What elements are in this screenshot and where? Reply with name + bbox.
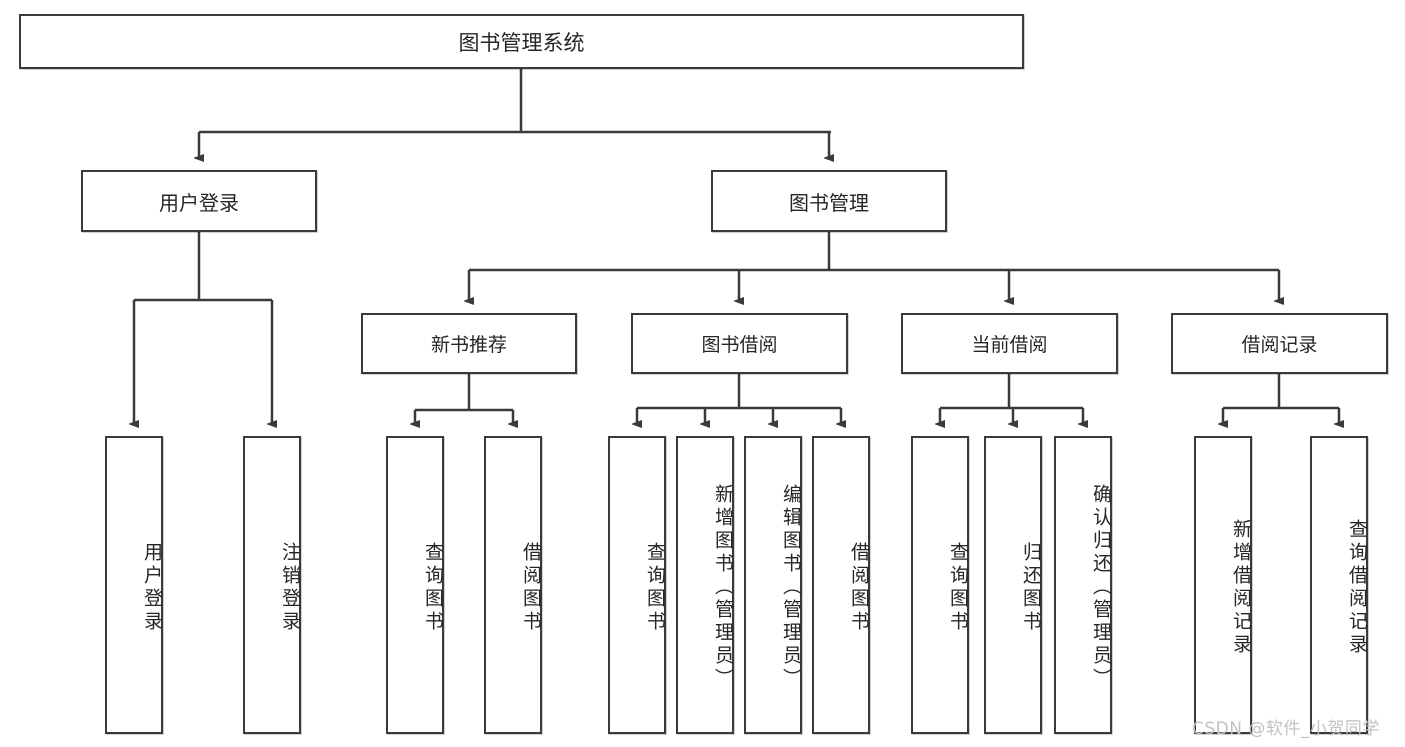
node-leaf-borrow-book-2[interactable]: 借阅图书 (812, 436, 870, 734)
node-leaf-user-login-label: 用户登录 (141, 542, 163, 634)
node-root-label: 图书管理系统 (458, 30, 585, 55)
node-book-borrow-label: 图书借阅 (701, 334, 778, 356)
node-borrow-record-label: 借阅记录 (1241, 334, 1318, 356)
node-user-login[interactable]: 用户登录 (81, 170, 317, 232)
node-leaf-query-record-label: 查询借阅记录 (1346, 519, 1368, 657)
node-leaf-borrow-book-2-label: 借阅图书 (848, 542, 870, 634)
node-leaf-query-book-3[interactable]: 查询图书 (911, 436, 969, 734)
node-current-borrow-label: 当前借阅 (971, 334, 1048, 356)
node-leaf-query-book-2[interactable]: 查询图书 (608, 436, 666, 734)
node-borrow-record[interactable]: 借阅记录 (1171, 313, 1388, 374)
node-leaf-query-book-2-label: 查询图书 (644, 542, 666, 634)
node-user-login-label: 用户登录 (159, 190, 239, 215)
node-leaf-query-book-1-label: 查询图书 (422, 542, 444, 634)
node-new-book-recommend[interactable]: 新书推荐 (361, 313, 577, 374)
node-leaf-add-record-label: 新增借阅记录 (1230, 519, 1252, 657)
node-current-borrow[interactable]: 当前借阅 (901, 313, 1118, 374)
node-leaf-query-record[interactable]: 查询借阅记录 (1310, 436, 1368, 734)
node-leaf-return-book[interactable]: 归还图书 (984, 436, 1042, 734)
node-leaf-edit-book[interactable]: 编辑图书（管理员） (744, 436, 802, 734)
node-leaf-user-login[interactable]: 用户登录 (105, 436, 163, 734)
node-leaf-edit-book-label: 编辑图书（管理员） (780, 483, 802, 691)
node-leaf-query-book-3-label: 查询图书 (947, 542, 969, 634)
node-leaf-borrow-book-1-label: 借阅图书 (520, 542, 542, 634)
node-leaf-borrow-book-1[interactable]: 借阅图书 (484, 436, 542, 734)
node-leaf-logout-label: 注销登录 (279, 542, 301, 634)
node-book-manage-label: 图书管理 (789, 190, 869, 215)
watermark: CSDN @软件_小贺同学 (1192, 719, 1380, 739)
node-leaf-confirm-return-label: 确认归还（管理员） (1090, 483, 1112, 691)
node-new-book-recommend-label: 新书推荐 (430, 334, 507, 356)
node-leaf-add-book[interactable]: 新增图书（管理员） (676, 436, 734, 734)
node-leaf-query-book-1[interactable]: 查询图书 (386, 436, 444, 734)
node-book-manage[interactable]: 图书管理 (711, 170, 947, 232)
node-book-borrow[interactable]: 图书借阅 (631, 313, 848, 374)
node-root[interactable]: 图书管理系统 (19, 14, 1024, 69)
node-leaf-add-record[interactable]: 新增借阅记录 (1194, 436, 1252, 734)
node-leaf-logout[interactable]: 注销登录 (243, 436, 301, 734)
node-leaf-return-book-label: 归还图书 (1020, 542, 1042, 634)
node-leaf-confirm-return[interactable]: 确认归还（管理员） (1054, 436, 1112, 734)
node-leaf-add-book-label: 新增图书（管理员） (712, 483, 734, 691)
